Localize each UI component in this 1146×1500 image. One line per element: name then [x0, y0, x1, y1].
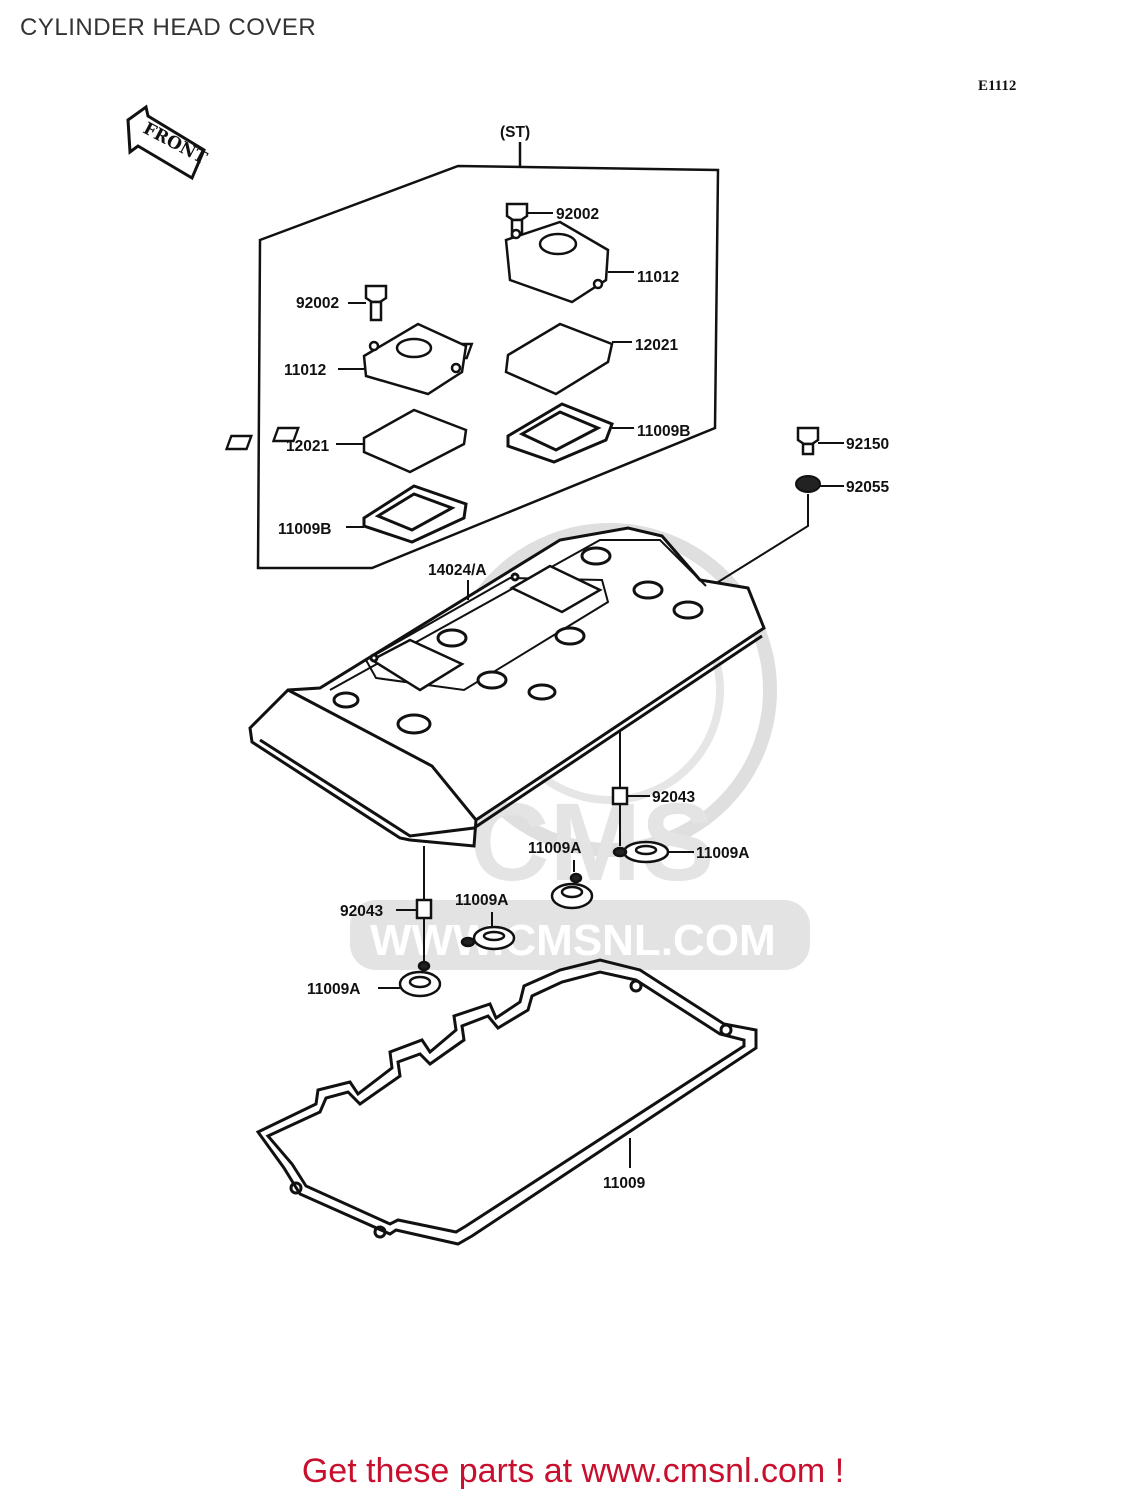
washer-right	[795, 475, 821, 493]
seal-a-right	[612, 840, 670, 864]
watermark-logo: CMS	[470, 781, 714, 904]
label-seal-a-mid-upper: 11009A	[528, 840, 581, 857]
watermark-url: WWW.CMSNL.COM	[370, 916, 776, 965]
label-gasket-b-top: 11009B	[637, 423, 690, 440]
label-dowel-left: 92043	[340, 903, 383, 920]
front-arrow-icon: FRONT	[126, 104, 210, 181]
seal-a-mid-upper	[550, 872, 594, 910]
dowel-left	[415, 898, 433, 920]
main-gasket	[255, 958, 758, 1246]
cap-top	[504, 220, 610, 304]
label-dowel-right: 92043	[652, 789, 695, 806]
label-main-gasket: 11009	[603, 1175, 646, 1192]
plate-left	[224, 408, 468, 474]
seal-a-mid-lower	[460, 925, 516, 951]
label-gasket-b-left: 11009B	[278, 521, 331, 538]
set-label: (ST)	[500, 124, 530, 141]
gasket-b-left	[362, 484, 468, 544]
seal-a-left	[398, 960, 442, 998]
label-seal-a-mid-lower: 11009A	[455, 892, 508, 909]
diagram-code: E1112	[978, 78, 1017, 94]
bolt-right	[796, 426, 820, 456]
label-seal-a-left: 11009A	[307, 981, 360, 998]
label-washer-right: 92055	[846, 479, 889, 496]
set-frame	[256, 142, 720, 570]
label-plate-left: 12021	[286, 438, 329, 455]
label-cap-left: 11012	[284, 362, 326, 379]
promo-footer-link[interactable]: Get these parts at www.cmsnl.com !	[301, 1452, 845, 1490]
label-seal-a-right: 11009A	[696, 845, 749, 862]
label-bolt-left: 92002	[296, 295, 339, 312]
page-title: CYLINDER HEAD COVER	[20, 14, 317, 41]
exploded-parts-diagram: CMS WWW.CMSNL.COM FRONT (ST) 92002 11012…	[126, 104, 889, 1246]
cylinder-head-cover	[248, 526, 766, 848]
label-cap-top: 11012	[637, 269, 679, 286]
cap-left	[362, 322, 468, 396]
gasket-b-top	[506, 402, 614, 464]
label-bolt-top: 92002	[556, 206, 599, 223]
label-plate-top: 12021	[635, 337, 678, 354]
label-cover: 14024/A	[428, 562, 487, 579]
bolt-left	[364, 284, 388, 322]
dowel-right	[611, 786, 629, 806]
label-bolt-right: 92150	[846, 436, 889, 453]
